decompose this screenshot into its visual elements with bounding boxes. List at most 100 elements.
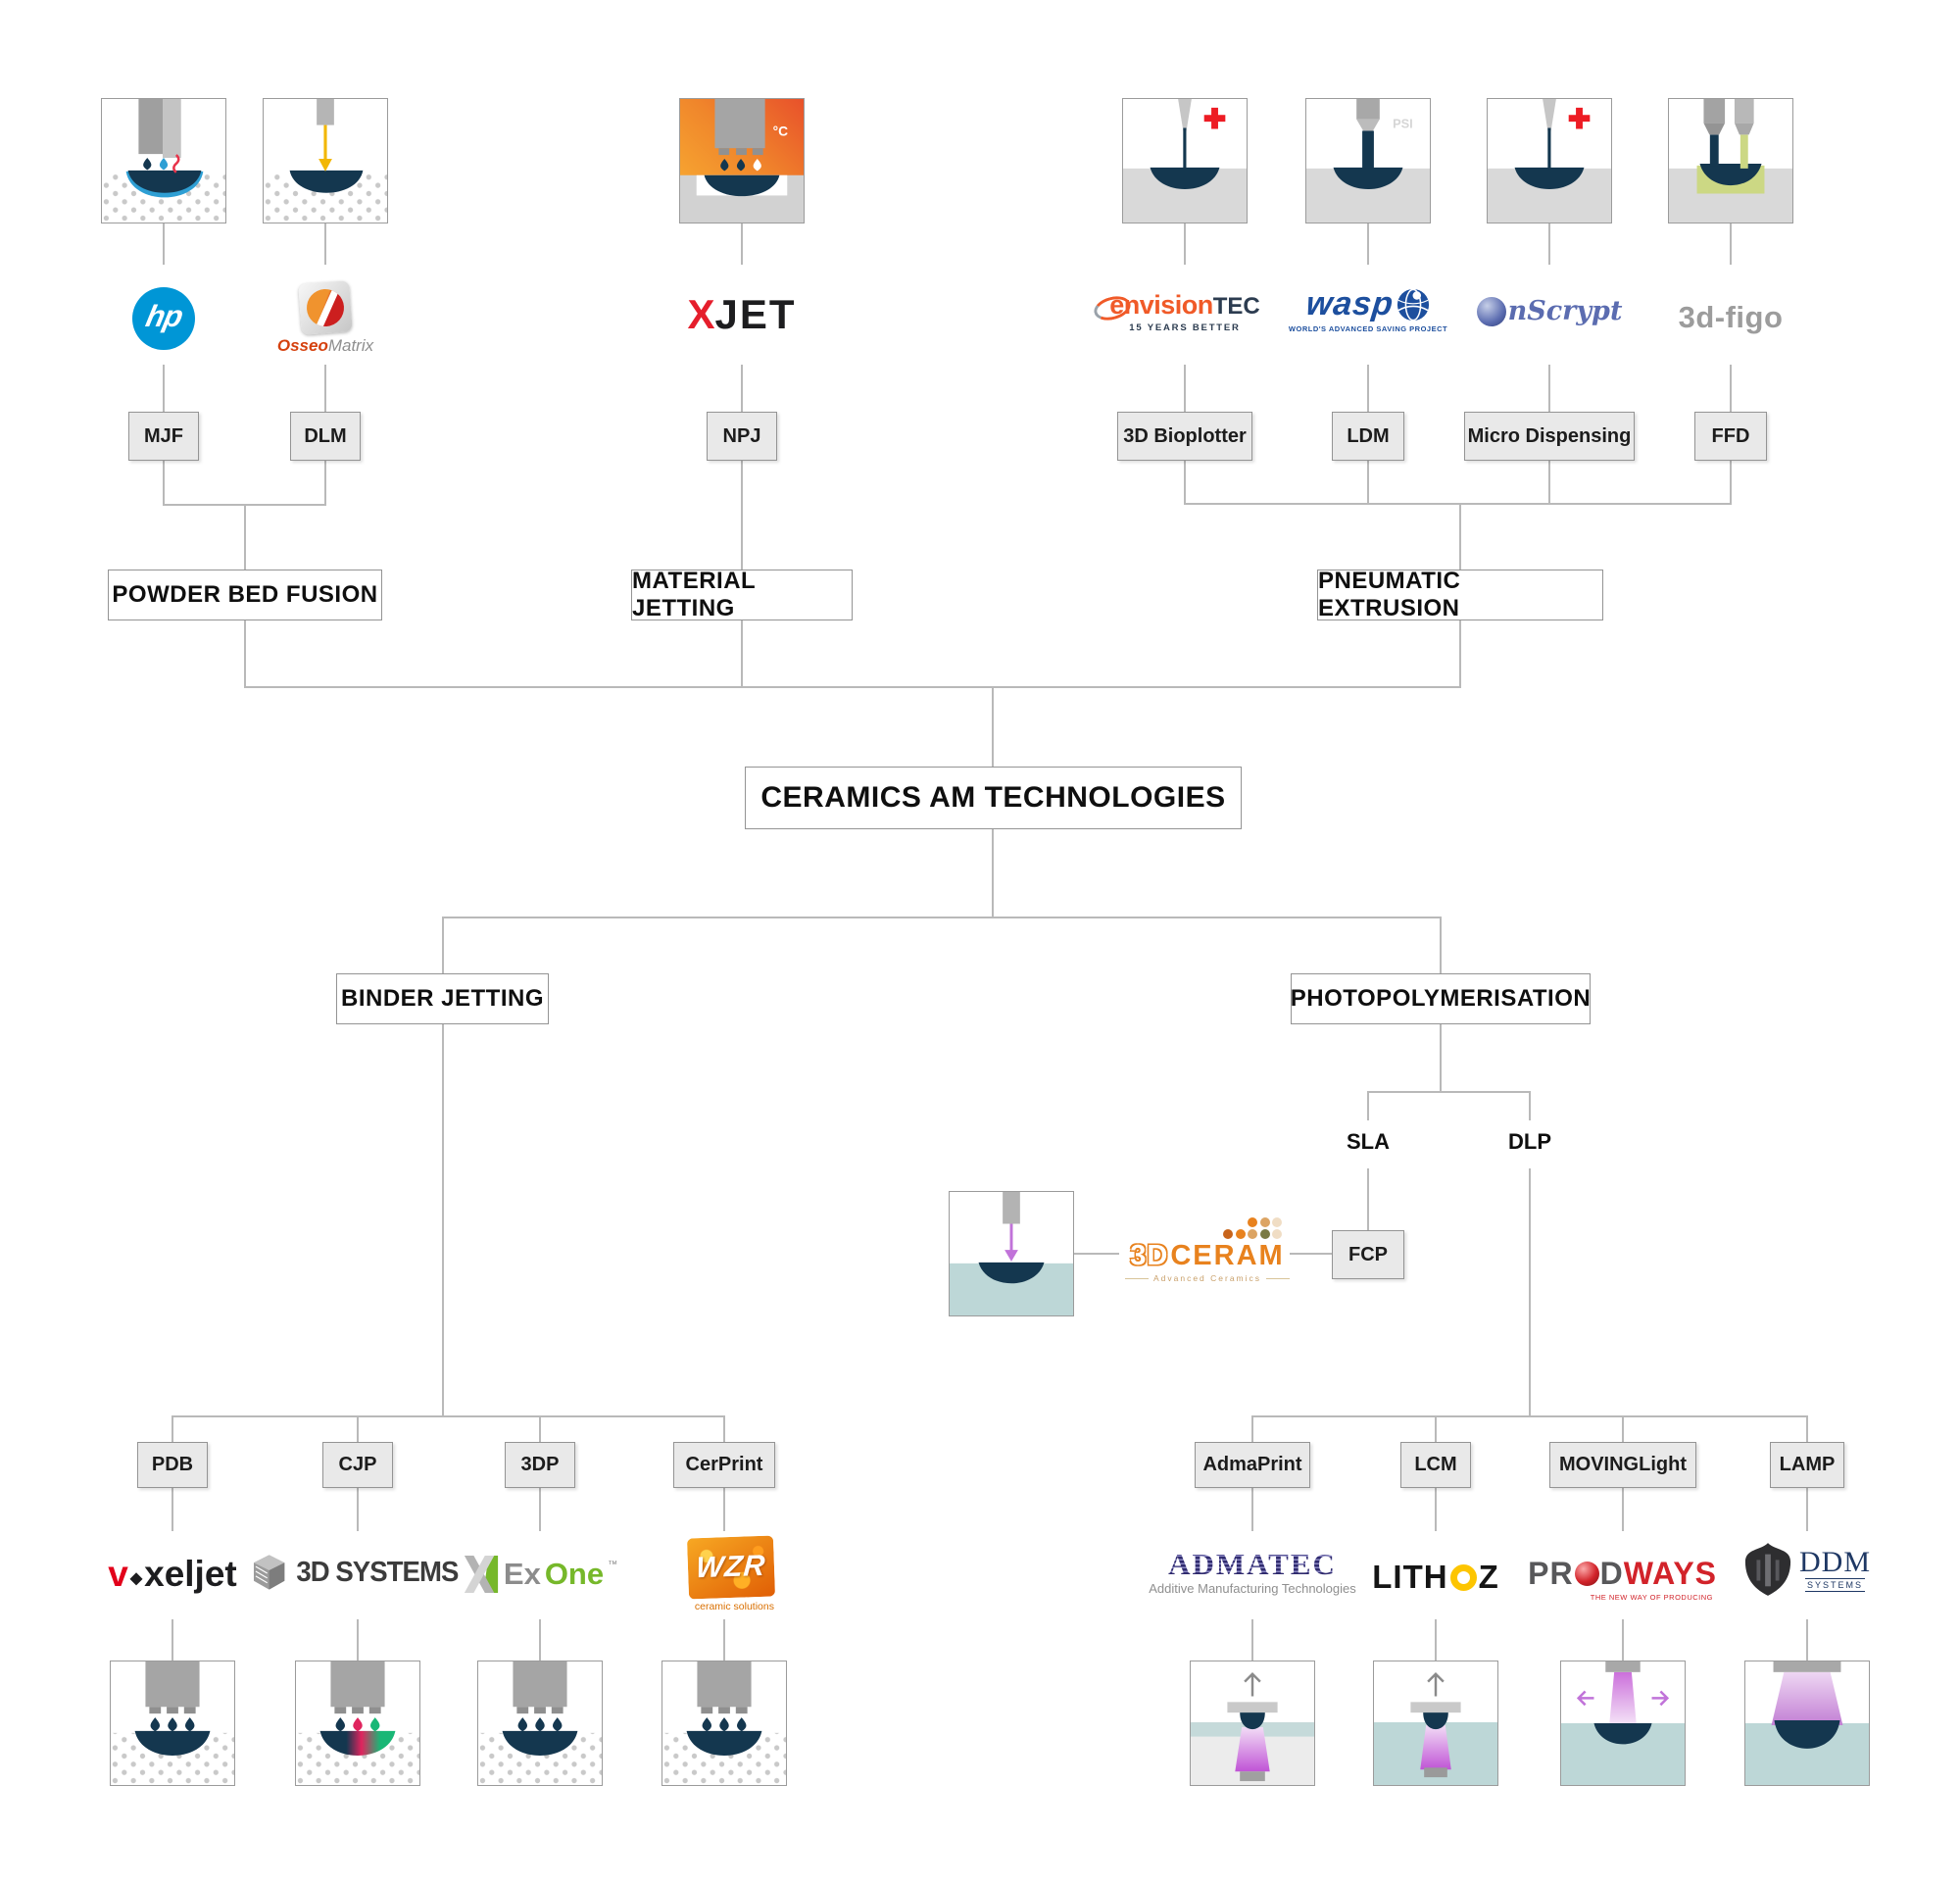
connector xyxy=(1367,365,1369,412)
connector xyxy=(163,365,165,412)
wzr-logo: WZR ceramic solutions xyxy=(676,1535,776,1612)
connector xyxy=(1529,1091,1531,1120)
wzr-tagline: ceramic solutions xyxy=(694,1601,774,1612)
nscrypt-orb-icon xyxy=(1476,296,1506,326)
prodways-tagline: THE NEW WAY OF PRODUCING xyxy=(1590,1593,1713,1602)
lithoz-text-lith: LITH xyxy=(1372,1559,1448,1595)
admatec-tagline: Additive Manufacturing Technologies xyxy=(1149,1581,1356,1596)
prodways-logo: PR D WAYS THE NEW WAY OF PRODUCING xyxy=(1528,1556,1717,1602)
connector xyxy=(244,620,246,686)
connector xyxy=(723,1415,725,1442)
connector xyxy=(741,461,743,570)
connector xyxy=(1251,1619,1253,1661)
connector xyxy=(1529,1168,1531,1415)
connector xyxy=(1440,1024,1442,1091)
connector xyxy=(1548,365,1550,412)
tech-label-3dp: 3DP xyxy=(520,1454,560,1475)
connector xyxy=(992,686,994,767)
connector xyxy=(1367,223,1369,265)
xjet-logo-x: X xyxy=(687,291,715,337)
connector xyxy=(1184,223,1186,265)
connector xyxy=(172,1488,173,1531)
tech-box-cerprint: CerPrint xyxy=(673,1442,775,1488)
tech-box-movinglight: MOVINGLight xyxy=(1549,1442,1696,1488)
tech-label-dlm: DLM xyxy=(304,424,347,447)
exone-x-icon xyxy=(464,1556,498,1593)
hp-logo: hp xyxy=(132,287,195,350)
connector xyxy=(357,1619,359,1661)
prodways-text-d: D xyxy=(1599,1556,1624,1591)
xjet-logo-jet: JET xyxy=(714,291,797,337)
tech-box-ffd: FFD xyxy=(1694,412,1767,461)
connector xyxy=(539,1488,541,1531)
cerprint-process-icon xyxy=(662,1661,787,1786)
connector xyxy=(1806,1415,1808,1442)
cjp-process-icon xyxy=(295,1661,420,1786)
hp-logo-text: hp xyxy=(142,298,186,333)
category-box-pneumatic-extrusion: PNEUMATIC EXTRUSION xyxy=(1317,568,1603,621)
connector xyxy=(1435,1415,1437,1442)
tech-box-npj: NPJ xyxy=(707,412,777,461)
osseomatrix-logo: OsseoMatrix xyxy=(271,280,379,356)
category-box-material-jetting: MATERIAL JETTING xyxy=(631,568,853,621)
celsius-label: °C xyxy=(773,124,789,138)
connector xyxy=(163,223,165,265)
tech-box-admaprint: AdmaPrint xyxy=(1195,1442,1310,1488)
connector xyxy=(1184,365,1186,412)
3dceram-tagline: Advanced Ceramics xyxy=(1152,1273,1262,1283)
3dceram-text-ceram: CERAM xyxy=(1170,1240,1285,1271)
connector xyxy=(1459,620,1461,686)
connector xyxy=(1730,461,1732,503)
3dsystems-logo: 3D SYSTEMS xyxy=(253,1554,463,1591)
admatec-logo-text: ADMATEC xyxy=(1168,1547,1337,1581)
lithoz-o-icon xyxy=(1449,1563,1477,1591)
pdb-process-icon xyxy=(110,1661,235,1786)
connector xyxy=(1435,1488,1437,1531)
tech-label-bioplotter: 3D Bioplotter xyxy=(1123,424,1247,447)
connector xyxy=(172,1415,725,1417)
nscrypt-logo: nScrypt xyxy=(1476,296,1623,326)
ddm-systems-logo: DDM SYSTEMS xyxy=(1733,1541,1882,1598)
exone-text-one: One xyxy=(544,1557,605,1591)
sla-process-icon xyxy=(949,1191,1074,1316)
lithoz-text-z: Z xyxy=(1478,1559,1499,1595)
admaprint-process-icon xyxy=(1190,1661,1315,1786)
tech-label-npj: NPJ xyxy=(722,424,761,447)
root-box-ceramics-am-technologies: CERAMICS AM TECHNOLOGIES xyxy=(745,767,1242,829)
3dfigo-logo: 3d-figo xyxy=(1666,300,1795,335)
wzr-logo-text: WZR xyxy=(695,1549,767,1585)
voxeljet-diamond-icon: ◆ xyxy=(129,1570,143,1587)
3dceram-logo: 3D CERAM Advanced Ceramics xyxy=(1125,1217,1290,1283)
connector xyxy=(723,1488,725,1531)
connector xyxy=(1251,1415,1808,1417)
tech-box-3dp: 3DP xyxy=(505,1442,575,1488)
category-box-powder-bed-fusion: POWDER BED FUSION xyxy=(108,570,382,620)
admatec-logo: ADMATEC Additive Manufacturing Technolog… xyxy=(1149,1547,1356,1596)
movinglight-process-icon xyxy=(1560,1661,1686,1786)
connector xyxy=(1548,461,1550,503)
tech-box-bioplotter: 3D Bioplotter xyxy=(1117,412,1252,461)
connector xyxy=(324,461,326,504)
connector xyxy=(1440,917,1442,973)
connector xyxy=(244,686,1461,688)
connector xyxy=(1622,1488,1624,1531)
3dp-process-icon xyxy=(477,1661,603,1786)
wasp-logo: wasp WORLD'S ADVANCED SAVING PROJECT xyxy=(1289,285,1447,333)
connector xyxy=(1251,1415,1253,1442)
tech-label-micro-dispensing: Micro Dispensing xyxy=(1467,424,1632,447)
connector xyxy=(442,917,444,973)
3dfigo-logo-text: 3d-figo xyxy=(1678,300,1784,334)
category-box-binder-jetting: BINDER JETTING xyxy=(336,973,549,1024)
tech-label-lamp: LAMP xyxy=(1779,1454,1836,1475)
connector xyxy=(1806,1488,1808,1531)
envisiontec-logo: envision TEC 15 YEARS BETTER xyxy=(1091,290,1264,333)
nscrypt-logo-text: nScrypt xyxy=(1507,296,1623,326)
tech-label-cerprint: CerPrint xyxy=(685,1454,763,1475)
connector xyxy=(1367,1168,1369,1230)
connector xyxy=(1184,503,1732,505)
connector xyxy=(1074,1253,1119,1255)
bioplotter-process-icon xyxy=(1122,98,1248,223)
npj-process-icon: °C xyxy=(679,98,805,223)
exone-text-ex: Ex xyxy=(503,1557,541,1591)
